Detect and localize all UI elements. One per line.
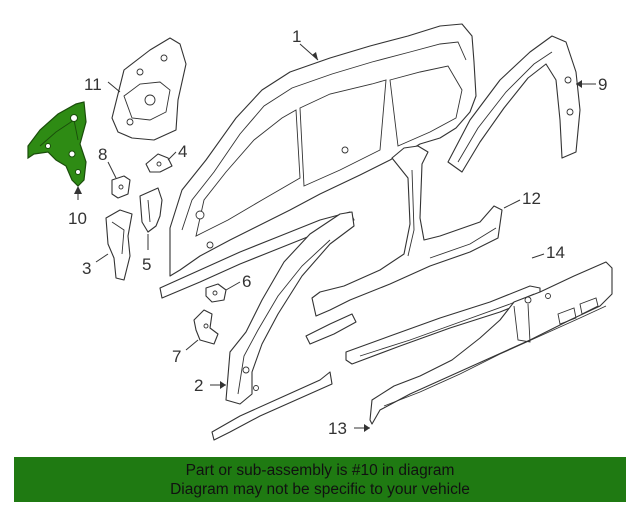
part-10-highlighted-bracket[interactable] (27, 101, 87, 187)
part-8-clip[interactable] (111, 175, 131, 199)
callout-4: 4 (178, 142, 187, 161)
part-5-reinforcement[interactable] (139, 187, 163, 233)
part-7-bracket[interactable] (193, 309, 219, 345)
banner-line-1: Part or sub-assembly is #10 in diagram (185, 462, 455, 479)
callout-11: 11 (84, 75, 102, 94)
part-12-b-pillar[interactable] (305, 145, 503, 345)
callout-7: 7 (172, 347, 181, 366)
part-1-body-side-frame[interactable] (159, 23, 477, 299)
part-10-shape (27, 101, 87, 187)
part-2-a-pillar[interactable] (211, 211, 355, 441)
parts-diagram: 1 2 3 4 5 6 7 8 9 10 11 12 13 14 (27, 23, 613, 441)
banner-line-2: Diagram may not be specific to your vehi… (170, 481, 470, 498)
callout-labels: 1 2 3 4 5 6 7 8 9 10 11 12 13 14 (68, 27, 607, 438)
callout-14: 14 (546, 243, 565, 262)
callout-5: 5 (142, 255, 151, 274)
callout-6: 6 (242, 272, 251, 291)
info-banner: Part or sub-assembly is #10 in diagram D… (14, 457, 626, 502)
leader-lines (74, 43, 596, 432)
callout-3: 3 (82, 259, 91, 278)
callout-2: 2 (194, 376, 203, 395)
part-4-bracket[interactable] (145, 153, 173, 173)
callout-1: 1 (292, 27, 301, 46)
part-6-clip[interactable] (205, 283, 227, 303)
part-3-bracket[interactable] (105, 209, 133, 281)
part-13-outer-rocker[interactable] (369, 261, 613, 425)
callout-8: 8 (98, 145, 107, 164)
callout-10: 10 (68, 209, 87, 228)
callout-12: 12 (522, 189, 541, 208)
callout-13: 13 (328, 419, 347, 438)
part-11-front-bracket[interactable] (111, 37, 187, 141)
part-9-rear-arch[interactable] (447, 35, 581, 173)
callout-9: 9 (598, 75, 607, 94)
